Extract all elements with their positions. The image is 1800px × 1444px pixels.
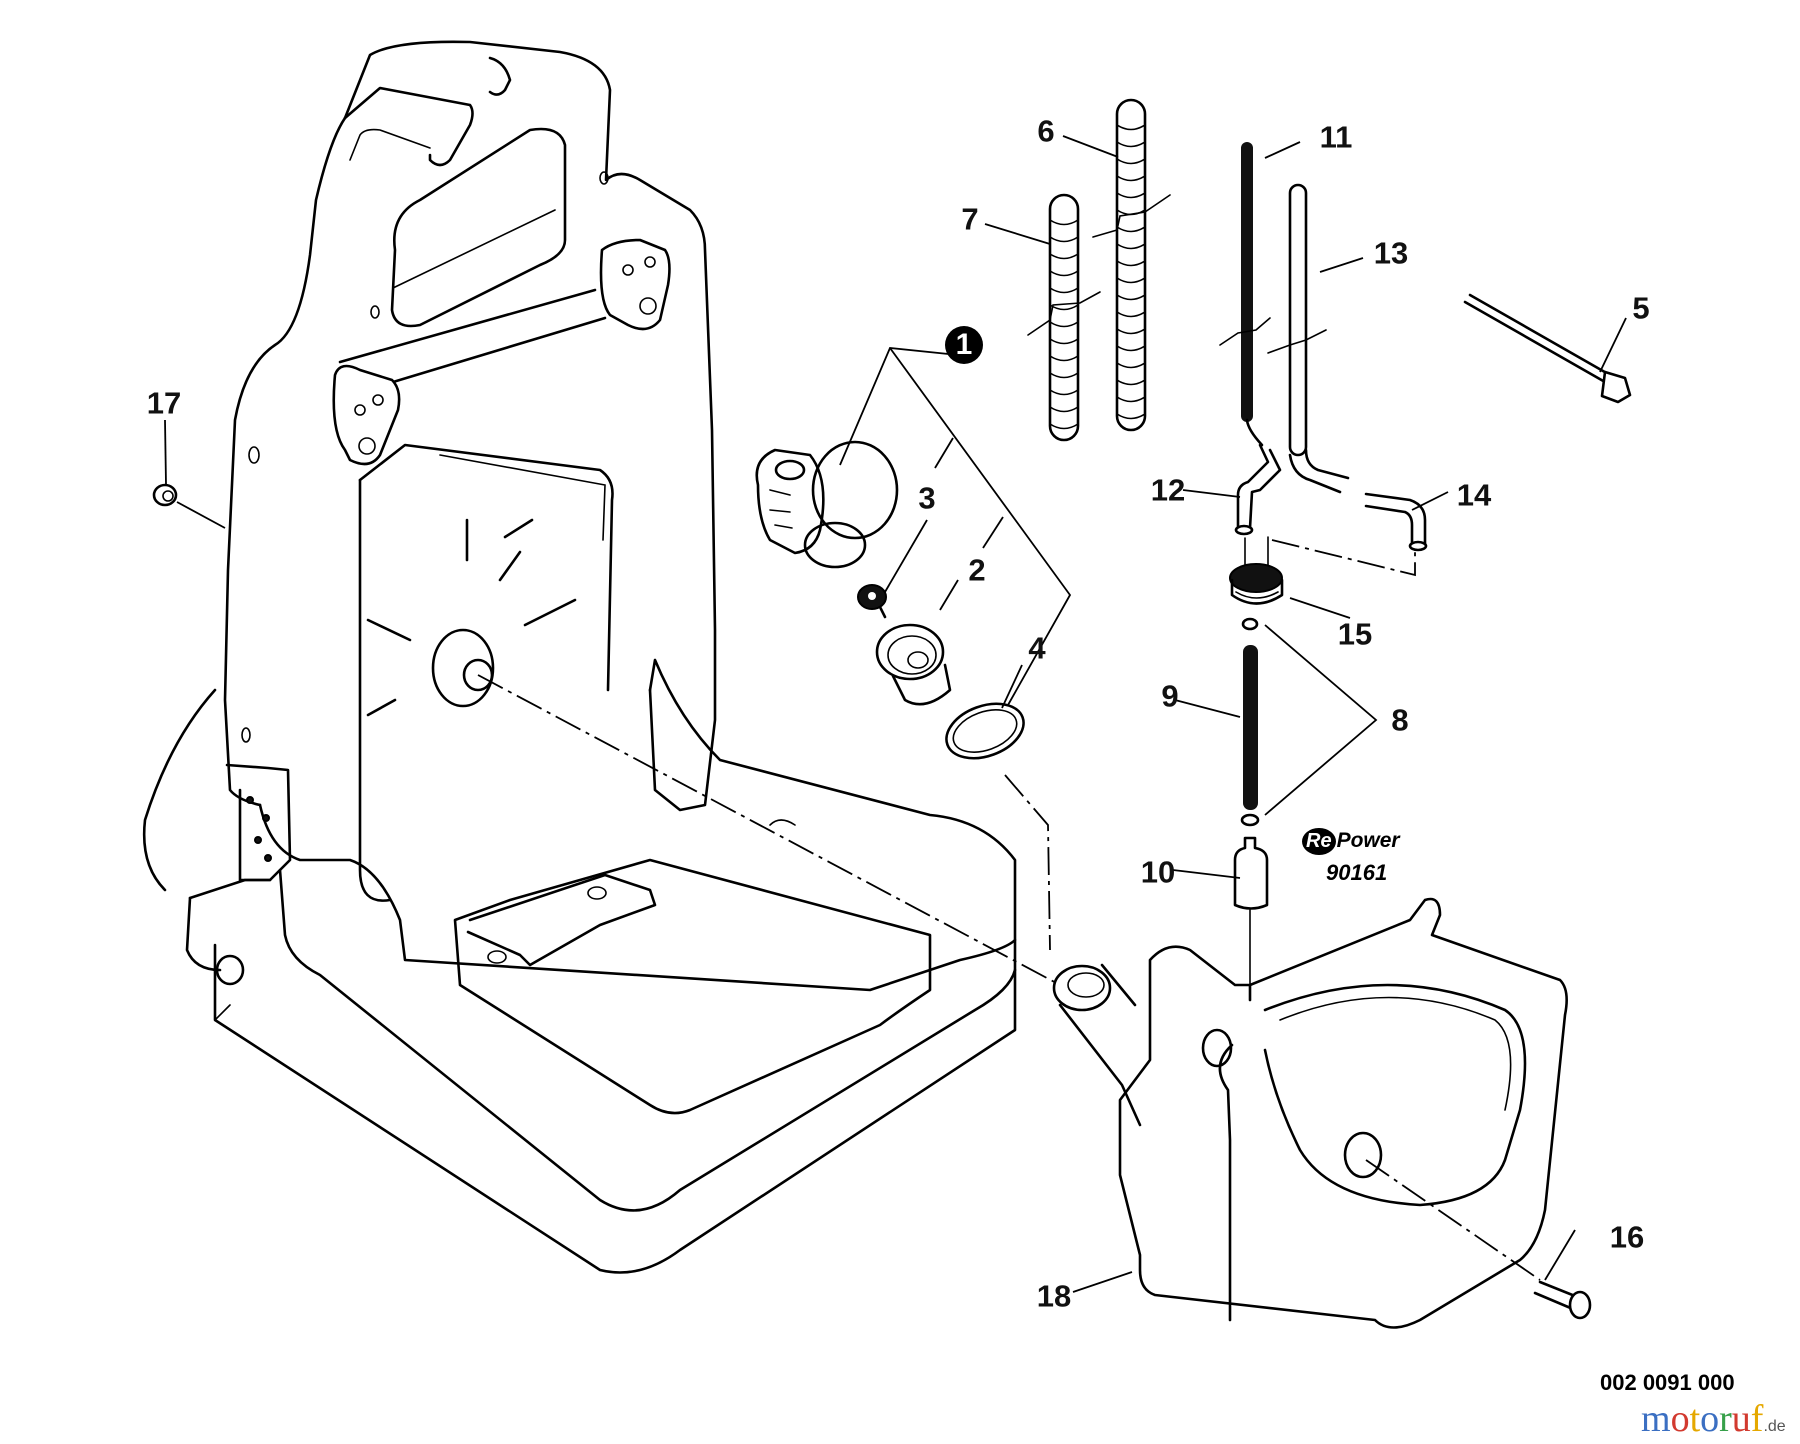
spiral-coil xyxy=(1116,158,1146,165)
spiral-coil xyxy=(1116,294,1146,301)
callout-15: 15 xyxy=(1337,616,1373,652)
spiral-coil xyxy=(1116,192,1146,199)
watermark-letter: t xyxy=(1689,1398,1701,1440)
watermark-letter: o xyxy=(1670,1398,1690,1440)
spiral-coil xyxy=(1049,389,1079,396)
callout-16: 16 xyxy=(1609,1219,1645,1255)
callout-7: 7 xyxy=(961,201,979,237)
spiral-coil xyxy=(1049,355,1079,362)
spiral-coil xyxy=(1116,413,1146,420)
watermark-letter: m xyxy=(1641,1398,1671,1440)
fuel-cap-kit xyxy=(755,440,1025,760)
watermark-letter: f xyxy=(1750,1398,1764,1440)
watermark-letter: o xyxy=(1700,1398,1720,1440)
watermark-tld: .de xyxy=(1763,1418,1786,1435)
screw xyxy=(1533,1280,1592,1320)
repower-code: 90161 xyxy=(1326,860,1388,885)
spiral-coil xyxy=(1116,141,1146,148)
callout-17: 17 xyxy=(146,385,182,421)
callout-8: 8 xyxy=(1391,702,1409,738)
leader-lines xyxy=(164,135,1627,1293)
spiral-coil xyxy=(1049,423,1079,430)
assembly-lines xyxy=(477,674,1541,1281)
document-number: 002 0091 000 xyxy=(1600,1370,1735,1395)
spiral-coil xyxy=(1116,311,1146,318)
spiral-coil xyxy=(1116,362,1146,369)
spiral-coil xyxy=(1116,124,1146,131)
spiral-coil xyxy=(1116,379,1146,386)
repower-power-text: Power xyxy=(1336,829,1400,852)
watermark-logo: motoruf.de xyxy=(1641,1400,1786,1438)
callout-9: 9 xyxy=(1161,678,1179,714)
callout-13: 13 xyxy=(1373,235,1409,271)
spiral-coil xyxy=(1116,396,1146,403)
spiral-coil xyxy=(1116,243,1146,250)
spiral-coil xyxy=(1116,277,1146,284)
spiral-coil xyxy=(1049,372,1079,379)
spiral-coil xyxy=(1116,328,1146,335)
spiral-coil xyxy=(1049,253,1079,260)
spiral-coil xyxy=(1049,287,1079,294)
spiral-coil xyxy=(1116,260,1146,267)
callout-5: 5 xyxy=(1632,290,1650,326)
repower-re-badge: Re xyxy=(1302,828,1336,855)
callout-12: 12 xyxy=(1150,472,1186,508)
spiral-coil xyxy=(1049,236,1079,243)
tubes xyxy=(1027,98,1350,494)
cable-tie xyxy=(1463,293,1632,404)
spiral-coil xyxy=(1116,175,1146,182)
watermark-text: motoruf xyxy=(1641,1398,1763,1440)
callout-6: 6 xyxy=(1037,113,1055,149)
spiral-coil xyxy=(1049,321,1079,328)
callout-3: 3 xyxy=(918,480,936,516)
callout-4: 4 xyxy=(1028,630,1046,666)
kit-callout-badge: 1 xyxy=(945,326,983,364)
spiral-coil xyxy=(1116,345,1146,352)
watermark-letter: u xyxy=(1731,1398,1751,1440)
backpack-frame xyxy=(142,40,1017,1274)
callout-2: 2 xyxy=(968,552,986,588)
callout-18: 18 xyxy=(1036,1278,1072,1314)
spiral-coil xyxy=(1049,270,1079,277)
callout-14: 14 xyxy=(1456,477,1492,513)
watermark-letter: r xyxy=(1719,1398,1732,1440)
callout-10: 10 xyxy=(1140,854,1176,890)
spiral-coil xyxy=(1049,338,1079,345)
spiral-coil xyxy=(1049,219,1079,226)
callout-11: 11 xyxy=(1319,119,1353,155)
fuel-tank xyxy=(1052,897,1568,1329)
fuel-fittings xyxy=(1229,443,1428,1001)
spiral-coil xyxy=(1116,226,1146,233)
spiral-coil xyxy=(1049,406,1079,413)
